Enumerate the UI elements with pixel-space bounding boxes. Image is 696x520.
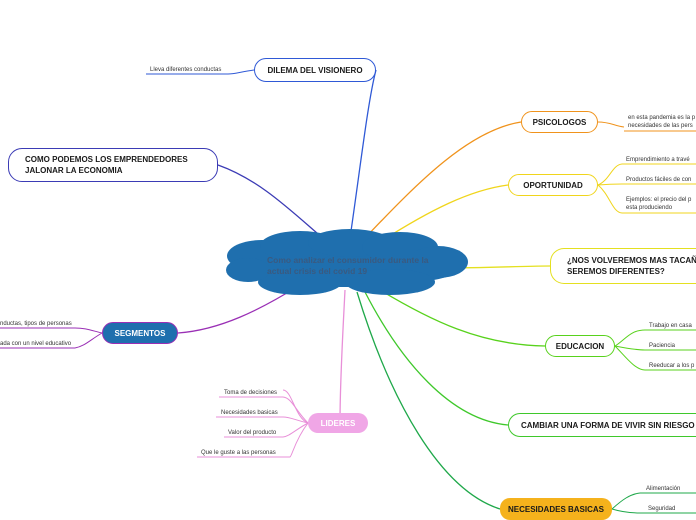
psicologos-leaf-lines — [597, 121, 696, 132]
leaf-educacion-0: Trabajo en casa — [649, 323, 692, 329]
connector-psicologos — [364, 121, 522, 239]
node-lideres-label: LIDERES — [320, 418, 356, 428]
leaf-necesidades-0: Alimentación — [646, 486, 681, 492]
central-topic-text: Como analizar el consumidor durante la a… — [267, 255, 429, 276]
leaf-dilema-0: Lleva diferentes conductas — [150, 67, 222, 73]
leaf-oportunidad-0: Emprendimiento a travé — [626, 157, 690, 163]
node-tacanos-line2: SEREMOS DIFERENTES? — [567, 267, 665, 276]
node-cambiar[interactable]: CAMBIAR UNA FORMA DE VIVIR SIN RIESGO — [508, 413, 696, 437]
central-cloud[interactable] — [226, 229, 468, 295]
leaf-educacion-1: Paciencia — [649, 343, 676, 349]
node-necesidades-label: NECESIDADES BASICAS — [507, 504, 604, 514]
connector-oportunidad — [379, 184, 509, 243]
node-emprendedores[interactable]: COMO PODEMOS LOS EMPRENDEDORES JALONAR L… — [8, 148, 218, 182]
leaf-educacion-2: Reeducar a los p — [649, 363, 695, 369]
leaf-lideres-0: Toma de decisiones — [224, 390, 278, 396]
leaf-oportunidad-1: Productos fáciles de con — [626, 177, 692, 183]
node-tacanos[interactable]: ¿NOS VOLVEREMOS MAS TACAÑO SEREMOS DIFER… — [550, 248, 696, 284]
leaf-necesidades-1: Seguridad — [648, 506, 676, 512]
connector-necesidades — [356, 291, 501, 510]
node-oportunidad[interactable]: OPORTUNIDAD — [508, 174, 598, 196]
leaf-lideres-1: Necesidades basicas — [221, 410, 278, 416]
node-emprendedores-line2: JALONAR LA ECONOMIA — [25, 166, 123, 175]
node-psicologos-label: PSICOLOGOS — [532, 117, 587, 127]
necesidades-leaf-lines — [611, 492, 696, 514]
connector-cambiar — [364, 291, 509, 426]
connector-lideres — [339, 289, 346, 424]
node-tacanos-line1: ¿NOS VOLVEREMOS MAS TACAÑO — [567, 256, 696, 265]
lideres-leaf-lines — [197, 389, 309, 458]
node-cambiar-label: CAMBIAR UNA FORMA DE VIVIR SIN RIESGO — [521, 420, 695, 430]
oportunidad-leaf-lines — [597, 163, 696, 214]
leaf-psicologos-1: necesidades de las pers — [628, 123, 693, 129]
node-educacion[interactable]: EDUCACION — [545, 335, 615, 357]
connector-dilema — [349, 69, 377, 239]
connector-emprendedores — [217, 164, 326, 241]
leaf-lideres-2: Valor del producto — [228, 430, 277, 436]
node-necesidades-basicas[interactable]: NECESIDADES BASICAS — [500, 498, 612, 520]
node-emprendedores-line1: COMO PODEMOS LOS EMPRENDEDORES — [25, 155, 188, 164]
dilema-leaf-lines — [146, 69, 255, 75]
educacion-leaf-lines — [614, 329, 696, 371]
node-psicologos[interactable]: PSICOLOGOS — [521, 111, 598, 133]
node-segmentos[interactable]: SEGMENTOS — [102, 322, 178, 344]
connector-educacion — [379, 289, 546, 347]
leaf-psicologos-0: en esta pandemia es la p — [628, 115, 696, 121]
segmentos-leaf-lines — [0, 327, 103, 349]
leaf-segmentos-0: nductas, tipos de personas — [0, 321, 72, 327]
node-educacion-label: EDUCACION — [555, 341, 605, 351]
node-dilema-label: DILEMA DEL VISIONERO — [267, 65, 363, 75]
node-segmentos-label: SEGMENTOS — [114, 328, 166, 338]
leaf-lideres-3: Que le guste a las personas — [201, 450, 276, 456]
node-oportunidad-label: OPORTUNIDAD — [523, 180, 583, 190]
leaf-oportunidad-3: esta produciendo — [626, 205, 673, 211]
node-dilema-visionero[interactable]: DILEMA DEL VISIONERO — [254, 58, 376, 82]
leaf-oportunidad-2: Ejemplos: el precio del p — [626, 197, 692, 203]
node-lideres[interactable]: LIDERES — [308, 413, 368, 433]
leaf-segmentos-1: ada con un nivel educativo — [0, 341, 72, 347]
